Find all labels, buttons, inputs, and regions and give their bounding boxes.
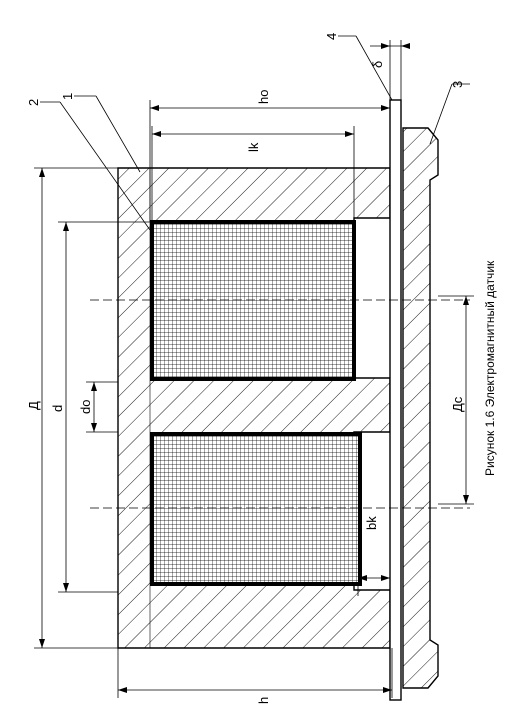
part-number-2: 2 <box>26 99 41 106</box>
leader-lines <box>40 35 470 231</box>
part-number-3: 3 <box>450 81 465 88</box>
dim-label-outer-diameter: Д <box>26 401 41 410</box>
dim-label-coil-width: bk <box>364 516 379 530</box>
gap-plate <box>389 99 402 701</box>
dim-label-core-diameter: do <box>78 400 93 414</box>
part-number-4: 4 <box>324 33 339 40</box>
dim-label-height: h <box>256 697 271 704</box>
dim-label-window-height: ho <box>256 90 271 104</box>
coil-upper <box>150 220 356 381</box>
part-number-1: 1 <box>60 93 75 100</box>
dim-label-disc-diameter: Дс <box>450 396 465 412</box>
coil-lower <box>150 432 362 586</box>
dim-label-inner-diameter: d <box>50 405 65 412</box>
toothed-disc <box>402 127 439 689</box>
dim-label-coil-length: lk <box>246 142 261 152</box>
dim-label-gap: δ <box>370 61 385 68</box>
figure-caption: Рисунок 1.6 Электромагнитный датчик <box>483 260 497 476</box>
arrowheads <box>39 43 469 693</box>
center-lines <box>90 299 470 509</box>
